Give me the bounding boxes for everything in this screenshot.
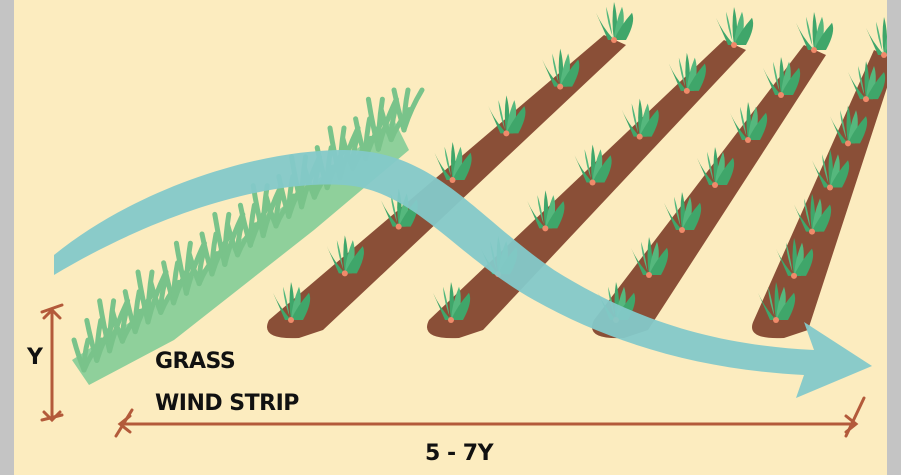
diagram-canvas: Y GRASS WIND STRIP 5 - 7Y xyxy=(14,0,887,475)
grass-strip-label-line2: WIND STRIP xyxy=(155,383,299,425)
crop-row-icon xyxy=(752,17,887,338)
grass-strip-label: GRASS WIND STRIP xyxy=(155,341,299,425)
height-dimension xyxy=(42,305,62,420)
windbreak-illustration xyxy=(14,0,887,475)
crop-plant xyxy=(596,2,633,43)
grass-strip-label-line1: GRASS xyxy=(155,341,299,383)
spacing-label: 5 - 7Y xyxy=(425,441,493,466)
crop-plant xyxy=(796,12,833,53)
height-label: Y xyxy=(27,345,42,370)
crop-plant xyxy=(716,7,753,48)
